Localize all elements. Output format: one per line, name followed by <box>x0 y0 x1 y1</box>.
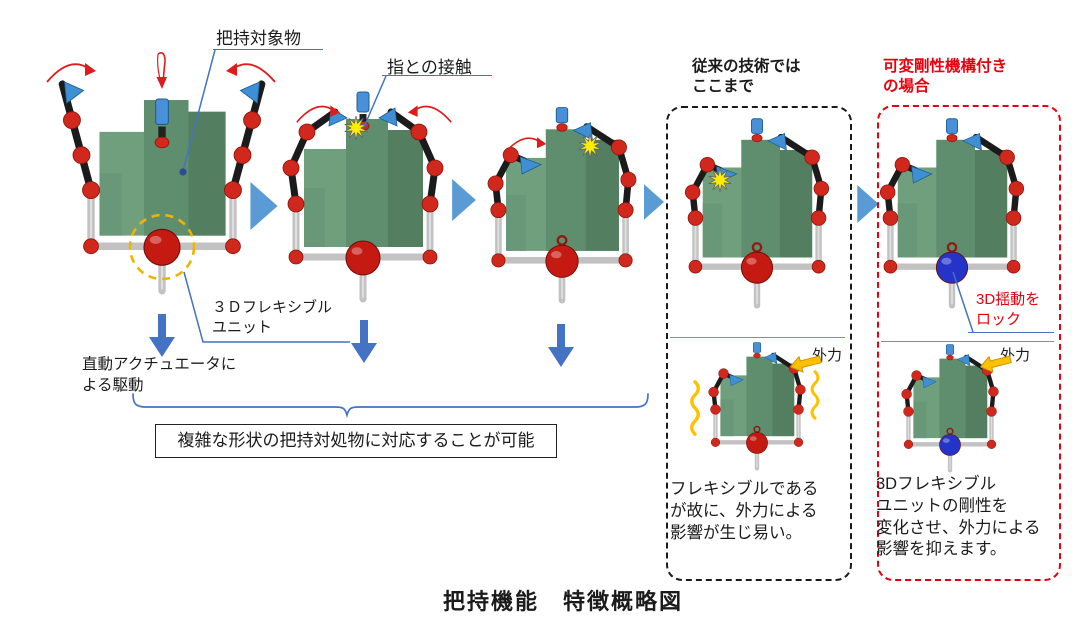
callout-underline <box>968 332 1054 333</box>
rotation-arrow-icon <box>46 62 97 83</box>
annotation-grasp-object: 把持対象物 <box>216 29 301 48</box>
panel-divider <box>670 337 845 338</box>
next-arrow-icon <box>644 184 664 220</box>
down-arrow-icon <box>548 324 574 367</box>
focus-dashed-circle <box>128 213 196 281</box>
annotation-flexible-unit: ３Ｄフレキシブル ユニット <box>212 299 333 337</box>
vibration-wave-icon <box>810 370 820 420</box>
contact-starburst-icon <box>578 134 602 158</box>
contact-starburst-icon <box>708 168 732 192</box>
panel-variable-title: 可変剛性機構付き の場合 <box>883 58 1008 95</box>
rotation-arrow-icon <box>407 104 453 124</box>
vibration-wave-icon <box>690 380 700 436</box>
gripper-conventional-illustration <box>665 93 849 309</box>
caption-variable: 3Dフレキシブル ユニットの剛性を 変化させ、外力による 影響を抑えます。 <box>876 475 1041 559</box>
caption-conventional: フレキシブルである が故に、外力による 影響が生じ易い。 <box>670 480 819 542</box>
capability-box: 複雑な形状の把持対処物に対応することが可能 <box>155 424 557 458</box>
press-arrow-icon <box>155 52 168 90</box>
down-arrow-icon <box>149 314 175 357</box>
page-title: 把持機能 特徴概略図 <box>443 589 684 614</box>
callout-underline <box>382 75 492 76</box>
callout-underline <box>213 49 323 50</box>
annotation-actuator-drive: 直動アクチュエータに よる駆動 <box>82 356 237 394</box>
gripper-closed-illustration <box>467 81 657 304</box>
callout-line <box>179 49 216 176</box>
gripper-conventional-small-illustration <box>695 325 819 471</box>
callout-line <box>183 271 350 343</box>
rotation-arrow-icon <box>295 104 341 124</box>
callout-line <box>952 271 974 333</box>
panel-divider <box>881 341 1054 342</box>
gripper-locked-small-illustration <box>888 327 1012 473</box>
lock-label: 3D揺動を ロック <box>976 291 1041 329</box>
panel-conventional-title: 従来の技術では ここまで <box>692 58 801 95</box>
annotation-finger-contact: 指との接触 <box>387 58 472 77</box>
brace <box>132 393 649 419</box>
callout-line <box>363 75 387 128</box>
down-arrow-icon <box>351 320 377 363</box>
rotation-arrow-icon <box>503 136 548 155</box>
